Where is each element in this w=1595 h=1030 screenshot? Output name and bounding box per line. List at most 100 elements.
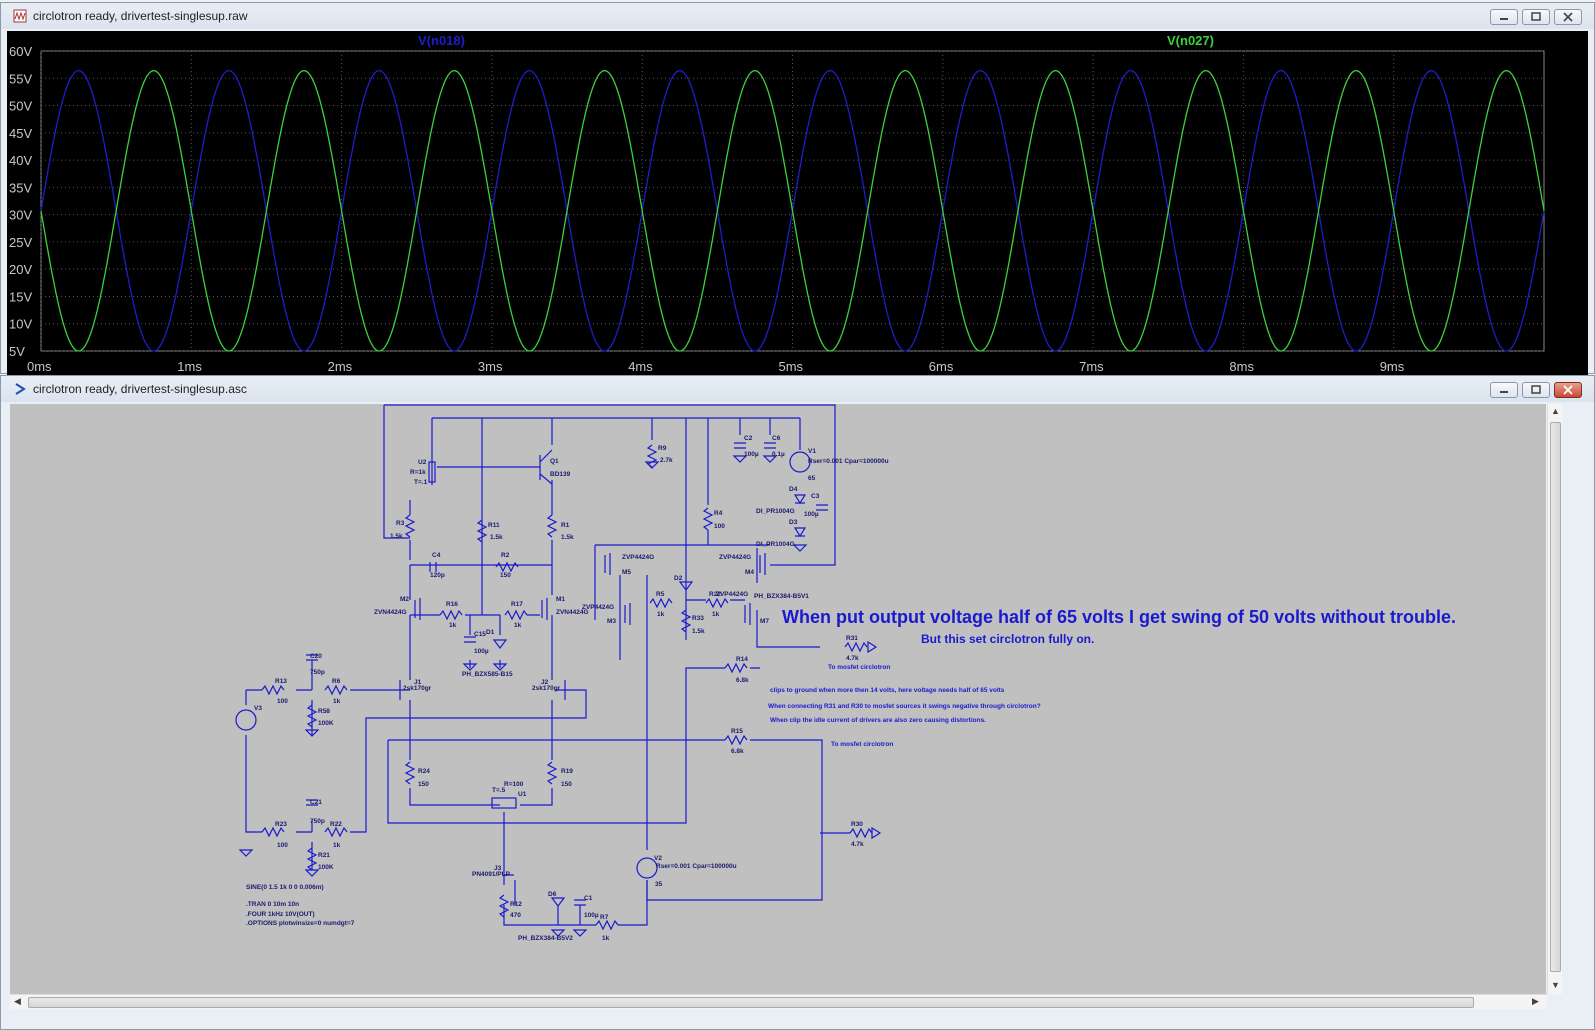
label-D3: D3 — [789, 519, 798, 526]
minimize-button[interactable] — [1490, 382, 1518, 398]
label-M1-model: ZVN4424G — [556, 609, 589, 616]
note-idle-current: When clip the idle current of drivers ar… — [770, 717, 986, 724]
component-labels: U2 R=1k T=.1 Q1 BD139 R9 2.7k C2 100µ C6… — [254, 435, 889, 942]
label-J2-model: 2sk170gr — [532, 685, 561, 692]
label-D2: D2 — [674, 575, 683, 582]
label-R15: R15 — [731, 728, 743, 735]
vertical-scrollbar[interactable]: ▲ ▼ — [1547, 404, 1562, 994]
close-button[interactable] — [1554, 9, 1582, 25]
label-J3-model: PN4091/PLP — [472, 871, 511, 878]
legend-entry: V(n027) — [1167, 33, 1214, 48]
label-J1: J1 — [414, 679, 422, 686]
label-Q1-model: BD139 — [550, 471, 571, 478]
label-R24-value: 150 — [418, 781, 429, 788]
label-M5: M5 — [622, 569, 631, 576]
scroll-left-icon[interactable]: ◀ — [14, 996, 21, 1006]
label-M4-model: ZVP4424G — [719, 554, 751, 561]
waveform-window: circlotron ready, drivertest-singlesup.r… — [0, 2, 1595, 375]
close-icon — [1563, 12, 1573, 22]
label-R21-value: 100K — [318, 864, 334, 871]
schematic-titlebar[interactable]: circlotron ready, drivertest-singlesup.a… — [1, 376, 1594, 402]
legend-entry: V(n018) — [418, 33, 465, 48]
x-tick-label: 0ms — [27, 359, 52, 374]
label-R12-value: 470 — [510, 912, 521, 919]
schematic-canvas[interactable]: When put output voltage half of 65 volts… — [10, 404, 1546, 994]
waveform-app-icon[interactable] — [13, 9, 27, 23]
label-U1: U1 — [518, 791, 527, 798]
label-R23: R23 — [275, 821, 287, 828]
label-R11-value: 1.5k — [490, 534, 503, 541]
label-R22b: R22 — [709, 591, 721, 598]
maximize-icon — [1531, 385, 1541, 394]
label-C15: C15 — [474, 631, 486, 638]
label-Q1: Q1 — [550, 458, 559, 465]
schematic-grounds — [238, 455, 882, 937]
label-C3: C3 — [811, 493, 820, 500]
label-R4: R4 — [714, 510, 723, 517]
scroll-up-icon[interactable]: ▲ — [1551, 406, 1560, 416]
spice-directives: SINE(0 1.5 1k 0 0 0.006m) .TRAN 0 10m 10… — [246, 884, 355, 927]
label-R33-value: 1.5k — [692, 628, 705, 635]
label-V1-value: 65 — [808, 475, 816, 482]
waveform-titlebar[interactable]: circlotron ready, drivertest-singlesup.r… — [1, 3, 1594, 29]
horizontal-scrollbar[interactable]: ◀ ▶ — [10, 994, 1547, 1009]
x-tick-label: 5ms — [779, 359, 804, 374]
label-J2: J2 — [541, 679, 549, 686]
label-J3: J3 — [494, 865, 502, 872]
sub-annotation: But this set circlotron fully on. — [921, 632, 1094, 646]
schematic-transistors — [399, 449, 766, 885]
label-C6-value: 0.1µ — [772, 451, 785, 458]
label-R16: R16 — [446, 601, 458, 608]
schematic-app-icon[interactable] — [13, 382, 27, 396]
x-tick-label: 7ms — [1079, 359, 1104, 374]
y-tick-label: 40V — [9, 153, 32, 168]
y-tick-label: 30V — [9, 208, 32, 223]
label-R14: R14 — [736, 656, 748, 663]
schematic-resistors — [261, 444, 873, 931]
label-R13: R13 — [275, 678, 287, 685]
maximize-button[interactable] — [1522, 9, 1550, 25]
y-tick-label: 50V — [9, 99, 32, 114]
label-C1: C1 — [584, 895, 593, 902]
label-M7-model: ZVP4424G — [716, 591, 748, 598]
label-C1-value: 100µ — [584, 912, 599, 919]
label-R22: R22 — [330, 821, 342, 828]
label-V2-params: Rser=0.001 Cpar=100000u — [656, 863, 737, 870]
directive-options: .OPTIONS plotwinsize=0 numdgt=7 — [246, 920, 355, 927]
label-R2-value: 150 — [500, 572, 511, 579]
schematic-diodes — [492, 494, 807, 907]
label-R9: R9 — [658, 445, 667, 452]
label-M5-model: ZVP4424G — [622, 554, 654, 561]
label-R17: R17 — [511, 601, 523, 608]
close-button[interactable] — [1554, 382, 1582, 398]
label-R58: R58 — [318, 708, 330, 715]
x-tick-label: 3ms — [478, 359, 503, 374]
label-R14-value: 6.8k — [736, 677, 749, 684]
label-C20-value: 750p — [310, 669, 325, 676]
label-R19: R19 — [561, 768, 573, 775]
vertical-scroll-thumb[interactable] — [1550, 422, 1561, 972]
label-V3: V3 — [254, 705, 262, 712]
maximize-button[interactable] — [1522, 382, 1550, 398]
waveform-window-title: circlotron ready, drivertest-singlesup.r… — [33, 9, 248, 23]
label-M3: M3 — [607, 618, 616, 625]
scroll-down-icon[interactable]: ▼ — [1551, 980, 1560, 990]
scroll-right-icon[interactable]: ▶ — [1532, 996, 1539, 1006]
label-D1: D1 — [486, 629, 495, 636]
label-R13-value: 100 — [277, 698, 288, 705]
label-R7: R7 — [600, 914, 609, 921]
schematic-window-title: circlotron ready, drivertest-singlesup.a… — [33, 382, 247, 396]
label-U2-value: R=1k — [410, 469, 426, 476]
label-R19-value: 150 — [561, 781, 572, 788]
label-J1-model: 2sk170gr — [403, 685, 432, 692]
minimize-icon — [1500, 18, 1508, 20]
schematic-drawing[interactable]: When put output voltage half of 65 volts… — [10, 404, 1546, 994]
minimize-button[interactable] — [1490, 9, 1518, 25]
label-R5-value: 1k — [657, 611, 665, 618]
label-R3-value: 1.5k — [390, 533, 403, 540]
x-tick-label: 8ms — [1229, 359, 1254, 374]
label-C4-value: 120p — [430, 572, 445, 579]
horizontal-scroll-thumb[interactable] — [28, 997, 1474, 1008]
